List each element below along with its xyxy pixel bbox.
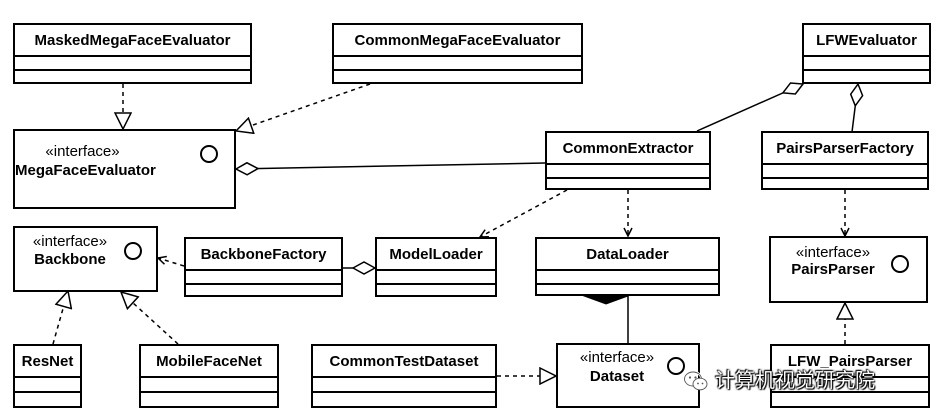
interface-name: PairsParser bbox=[791, 261, 875, 278]
class-name: MaskedMegaFaceEvaluator bbox=[34, 32, 231, 49]
class-name: BackboneFactory bbox=[200, 246, 327, 263]
class-model-loader: ModelLoader bbox=[375, 237, 497, 297]
interface-pairs-parser: «interface» PairsParser bbox=[769, 236, 928, 303]
class-name: PairsParserFactory bbox=[776, 140, 914, 157]
interface-name: Backbone bbox=[34, 251, 106, 268]
interface-stereotype: «interface» bbox=[32, 233, 108, 250]
edge-resnet-to-backbone bbox=[52, 291, 68, 345]
class-lfw-evaluator: LFWEvaluator bbox=[802, 23, 931, 84]
class-common-megaface-evaluator: CommonMegaFaceEvaluator bbox=[332, 23, 583, 84]
class-masked-megaface-evaluator: MaskedMegaFaceEvaluator bbox=[13, 23, 252, 84]
interface-lollipop-icon bbox=[891, 255, 909, 273]
edge-backbonefactory-to-backbone bbox=[158, 258, 185, 267]
edge-lfw-aggregates-commonextractor bbox=[696, 84, 803, 132]
class-name: ResNet bbox=[21, 353, 74, 370]
edge-commonmega-to-megaface bbox=[236, 83, 371, 131]
class-name: ModelLoader bbox=[389, 246, 483, 263]
interface-lollipop-icon bbox=[200, 145, 218, 163]
interface-name: Dataset bbox=[589, 368, 645, 385]
edge-megaface-aggregates-commonextractor bbox=[236, 163, 546, 169]
interface-stereotype: «interface» bbox=[45, 143, 120, 160]
class-name: CommonTestDataset bbox=[329, 353, 479, 370]
edge-lfw-aggregates-pairsparserfactory bbox=[852, 84, 858, 133]
interface-stereotype: «interface» bbox=[795, 244, 871, 261]
interface-lollipop-icon bbox=[667, 357, 685, 375]
interface-name: MegaFaceEvaluator bbox=[15, 162, 156, 179]
wechat-logo-icon bbox=[683, 370, 708, 391]
class-common-test-dataset: CommonTestDataset bbox=[311, 344, 497, 408]
class-name: LFWEvaluator bbox=[816, 32, 917, 49]
interface-dataset: «interface» Dataset bbox=[556, 343, 700, 408]
class-resnet: ResNet bbox=[13, 344, 82, 408]
class-lfw-pairs-parser: LFW_PairsParser bbox=[770, 344, 930, 408]
interface-megaface-evaluator: «interface» MegaFaceEvaluator bbox=[13, 129, 236, 209]
class-pairs-parser-factory: PairsParserFactory bbox=[761, 131, 929, 190]
class-name: LFW_PairsParser bbox=[787, 353, 913, 370]
edge-commonextractor-to-modelloader bbox=[480, 189, 568, 237]
interface-stereotype: «interface» bbox=[579, 349, 655, 366]
class-data-loader: DataLoader bbox=[535, 237, 720, 296]
class-common-extractor: CommonExtractor bbox=[545, 131, 711, 190]
edge-mobilefacenet-to-backbone bbox=[121, 292, 179, 345]
class-name: CommonMegaFaceEvaluator bbox=[354, 32, 561, 49]
interface-lollipop-icon bbox=[124, 242, 142, 260]
interface-backbone: «interface» Backbone bbox=[13, 226, 158, 292]
class-name: CommonExtractor bbox=[562, 140, 694, 157]
class-name: DataLoader bbox=[586, 246, 669, 263]
class-backbone-factory: BackboneFactory bbox=[184, 237, 343, 297]
watermark-text: 计算机视觉研究院 bbox=[715, 370, 875, 392]
class-mobile-face-net: MobileFaceNet bbox=[139, 344, 279, 408]
class-name: MobileFaceNet bbox=[156, 353, 262, 370]
watermark: 计算机视觉研究院 bbox=[683, 366, 875, 396]
